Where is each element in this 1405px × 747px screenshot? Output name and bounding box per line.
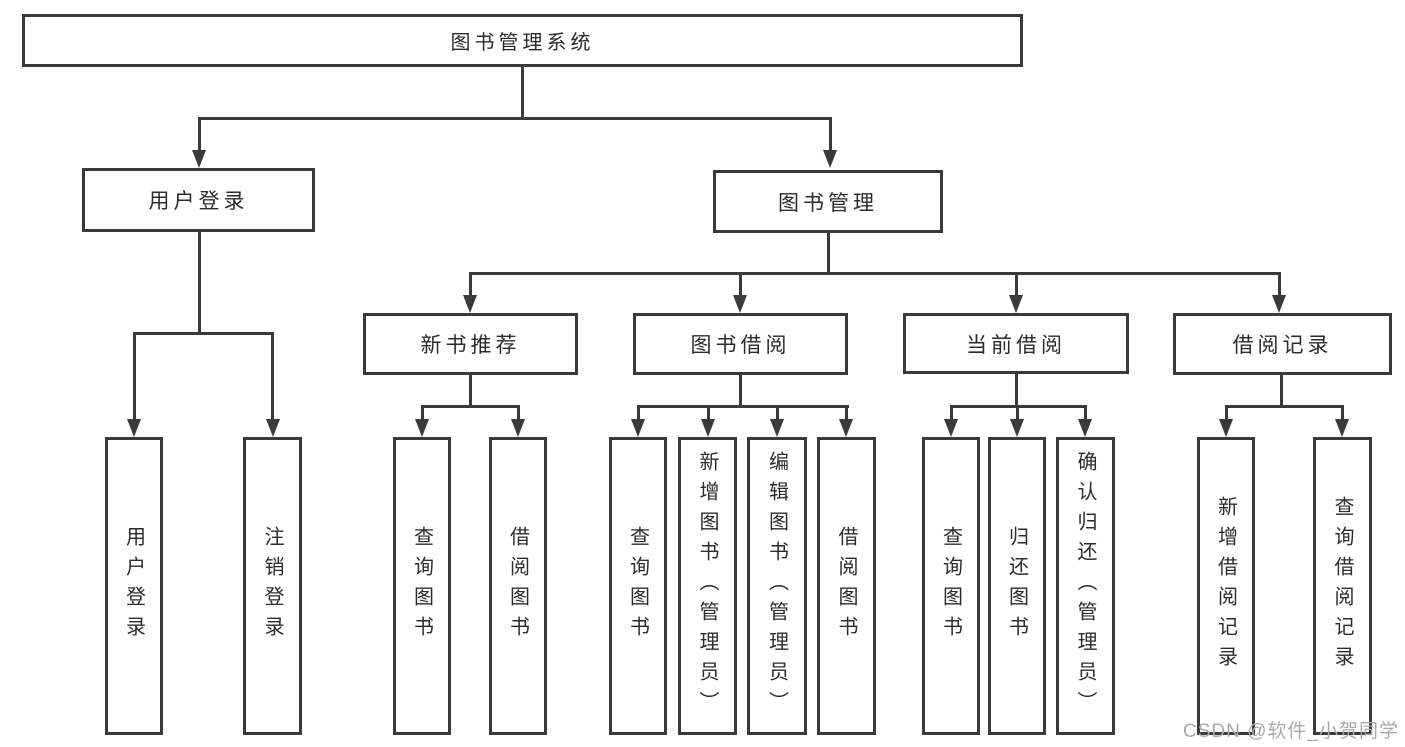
arrow-down-icon [511,419,525,437]
arrow-down-icon [1219,419,1233,437]
leaf-user-login: 用户登录 [105,437,163,735]
leaf-bookborrow-add-admin: 新增图书（管理员） [678,437,737,735]
connector-line [271,332,274,420]
leaf-records-add: 新增借阅记录 [1197,437,1255,735]
connector-line [738,272,742,296]
connector-line [636,405,640,420]
leaf-currentborrow-return: 归还图书 [988,437,1046,735]
connector-line [468,375,472,408]
connector-line [1340,405,1344,420]
arrow-down-icon [1335,419,1349,437]
connector-line [197,232,201,335]
connector-line [826,233,830,275]
leaf-logout: 注销登录 [243,437,302,735]
leaf-newbooks-query: 查询图书 [393,437,451,735]
connector-line [636,405,849,408]
node-root: 图书管理系统 [22,14,1023,67]
connector-line [1015,405,1019,420]
connector-line [1224,405,1344,408]
connector-line [197,117,832,120]
node-book-borrow: 图书借阅 [633,313,848,375]
node-book-mgmt: 图书管理 [713,170,943,233]
connector-line [420,405,520,408]
leaf-bookborrow-borrow: 借阅图书 [817,437,876,735]
leaf-newbooks-borrow: 借阅图书 [489,437,547,735]
connector-line [132,332,136,420]
connector-line [844,405,848,420]
arrow-down-icon [839,419,853,437]
arrow-down-icon [944,419,958,437]
arrow-down-icon [1009,295,1023,313]
watermark-text: CSDN @软件_小贺同学 [1183,721,1399,742]
leaf-bookborrow-edit-admin: 编辑图书（管理员） [747,437,807,735]
arrow-down-icon [192,150,206,168]
arrow-down-icon [1010,419,1024,437]
arrow-down-icon [1272,295,1286,313]
connector-line [1014,374,1018,408]
connector-line [949,405,953,420]
leaf-records-query: 查询借阅记录 [1313,437,1372,735]
connector-line [468,272,1281,275]
leaf-currentborrow-query: 查询图书 [922,437,980,735]
connector-line [520,67,524,120]
connector-line [420,405,424,420]
node-borrow-records: 借阅记录 [1173,313,1392,375]
arrow-down-icon [415,419,429,437]
connector-line [1083,405,1087,420]
arrow-down-icon [701,419,715,437]
connector-line [828,117,832,151]
connector-line [197,117,201,151]
leaf-currentborrow-confirm-admin: 确认归还（管理员） [1056,437,1115,735]
connector-line [1279,375,1283,408]
connector-line [468,272,472,296]
arrow-down-icon [631,419,645,437]
leaf-bookborrow-query: 查询图书 [609,437,667,735]
node-current-borrow: 当前借阅 [903,313,1129,374]
arrow-down-icon [733,295,747,313]
arrow-down-icon [265,419,280,437]
node-new-books: 新书推荐 [363,313,578,375]
connector-line [706,405,710,420]
connector-line [516,405,520,420]
connector-line [1277,272,1281,296]
connector-line [132,332,274,335]
arrow-down-icon [463,295,477,313]
node-user-login: 用户登录 [82,168,315,232]
connector-line [1224,405,1228,420]
connector-line [1014,272,1018,296]
connector-line [738,375,742,408]
arrow-down-icon [1078,419,1092,437]
arrow-down-icon [823,150,837,168]
connector-line [775,405,779,420]
arrow-down-icon [127,419,141,437]
arrow-down-icon [770,419,784,437]
